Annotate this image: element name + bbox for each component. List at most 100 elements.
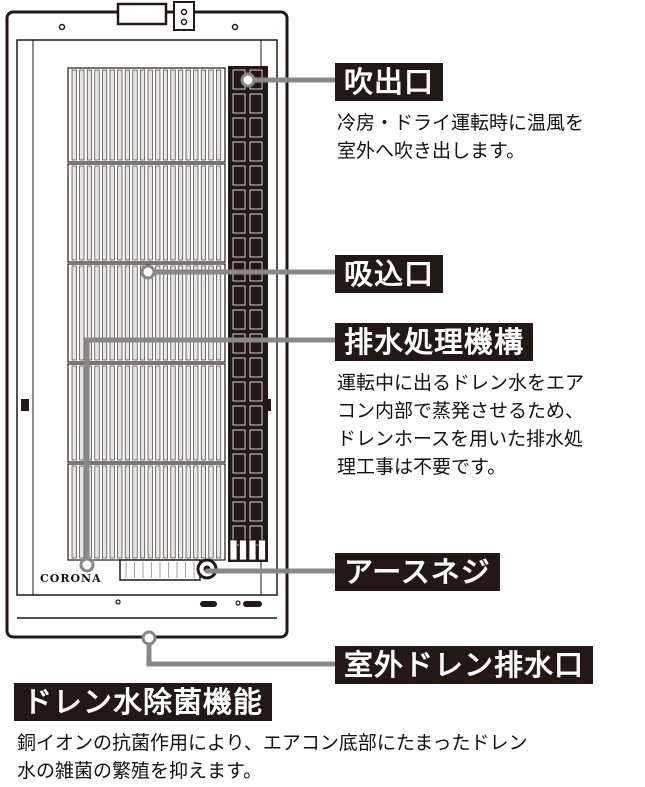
grille-slat [124, 465, 130, 559]
grille-slat [216, 69, 222, 161]
grille-slat [185, 165, 191, 261]
grille-slat [193, 365, 199, 461]
outlet-cell [249, 309, 263, 330]
grille-slat [71, 465, 77, 559]
grille-slat [147, 365, 153, 461]
outlet-cell [249, 285, 263, 306]
outlet-cell [249, 405, 263, 426]
grille-slat [216, 465, 222, 559]
outlet-bottom-slot [239, 539, 247, 561]
grille-slat [71, 69, 77, 161]
outlet-cell [232, 117, 246, 138]
grille-panel [67, 163, 226, 263]
desc-drain-line-3: ドレンホースを用いた排水処 [337, 428, 584, 450]
bottom-slot-left [200, 601, 217, 607]
grille-slat [193, 465, 199, 559]
top-handle [116, 2, 168, 26]
grille-slat [200, 69, 206, 161]
leader-drain-mechanism [84, 337, 339, 568]
outlet-cell [249, 141, 263, 162]
grille-slat [132, 365, 138, 461]
outlet-cell [232, 285, 246, 306]
grille-slat [147, 165, 153, 261]
grille-slat [117, 165, 123, 261]
grille-slat [124, 365, 130, 461]
outlet-cell [249, 429, 263, 450]
grille-slat [94, 69, 100, 161]
grille-slat [71, 165, 77, 261]
outlet-cell [232, 381, 246, 402]
bracket-hole-bottom [180, 18, 188, 26]
outlet-cell [249, 189, 263, 210]
grille-slat [155, 465, 161, 559]
bottom-small-hole [115, 599, 121, 605]
bottom-small-hole-right [235, 600, 241, 606]
grille-slat [94, 365, 100, 461]
grille-panel [67, 67, 226, 163]
grille-slat [117, 265, 123, 361]
grille-slat [178, 165, 184, 261]
leader-lines [84, 77, 339, 667]
grille-slat [193, 265, 199, 361]
brand-logo: CORONA [40, 572, 102, 585]
outlet-cell [249, 93, 263, 114]
grille-slat [102, 265, 108, 361]
grille-slat [185, 365, 191, 461]
grille-slat [109, 465, 115, 559]
grille-slat [117, 69, 123, 161]
grille-slat [109, 265, 115, 361]
grille-slat [178, 69, 184, 161]
grille-slat [79, 69, 85, 161]
grille-slat [200, 465, 206, 559]
outlet-cell [232, 213, 246, 234]
outlet-cell [232, 141, 246, 162]
grille-slat [94, 465, 100, 559]
top-bracket [173, 1, 195, 31]
grille-slat [170, 465, 176, 559]
grille-slat [216, 365, 222, 461]
desc-outlet-line-2: 室外へ吹き出します。 [337, 140, 526, 162]
grille-slat [140, 465, 146, 559]
label-sterilization: ドレン水除菌機能 [14, 683, 273, 721]
leader-outdoor-drain [146, 635, 339, 667]
dot-outdoor-drain [141, 630, 157, 646]
screw-top-right [231, 23, 239, 31]
leader-dots [79, 72, 256, 646]
grille-slat [162, 365, 168, 461]
label-outlet: 吹出口 [335, 63, 444, 101]
outlet-cell [232, 453, 246, 474]
grille-slat [178, 365, 184, 461]
grille-slat [208, 465, 214, 559]
grille-slat [178, 465, 184, 559]
grille-slat [102, 365, 108, 461]
grille-slat [132, 69, 138, 161]
grille-slat [185, 465, 191, 559]
outlet-cell [232, 357, 246, 378]
intake-grille [67, 67, 226, 561]
outlet-cell [249, 501, 263, 522]
screw-top-left [58, 23, 66, 31]
outlet-cell [249, 453, 263, 474]
grille-slat [162, 165, 168, 261]
grille-slat [208, 265, 214, 361]
desc-outlet: 冷房・ドライ運転時に温風を 室外へ吹き出します。 [337, 109, 584, 165]
grille-slat [140, 365, 146, 461]
grille-slat [117, 465, 123, 559]
outlet-cell [249, 165, 263, 186]
grille-slat [140, 265, 146, 361]
grille-slat [124, 265, 130, 361]
grille-slat [162, 465, 168, 559]
grille-slat [185, 265, 191, 361]
grille-slat [109, 69, 115, 161]
desc-sterilization: 銅イオンの抗菌作用により、エアコン底部にたまったドレン 水の雑菌の繁殖を抑えます… [17, 729, 528, 785]
outlet-cell [249, 237, 263, 258]
grille-slat [86, 69, 92, 161]
label-earth-screw: アースネジ [335, 553, 500, 591]
outlet-grid-cells [229, 69, 266, 561]
grille-slat [200, 265, 206, 361]
grille-slat [170, 265, 176, 361]
outlet-cell [232, 525, 246, 546]
outlet-cell [232, 333, 246, 354]
grille-slat [94, 165, 100, 261]
desc-drain-line-1: 運転中に出るドレン水をエア [337, 372, 585, 394]
